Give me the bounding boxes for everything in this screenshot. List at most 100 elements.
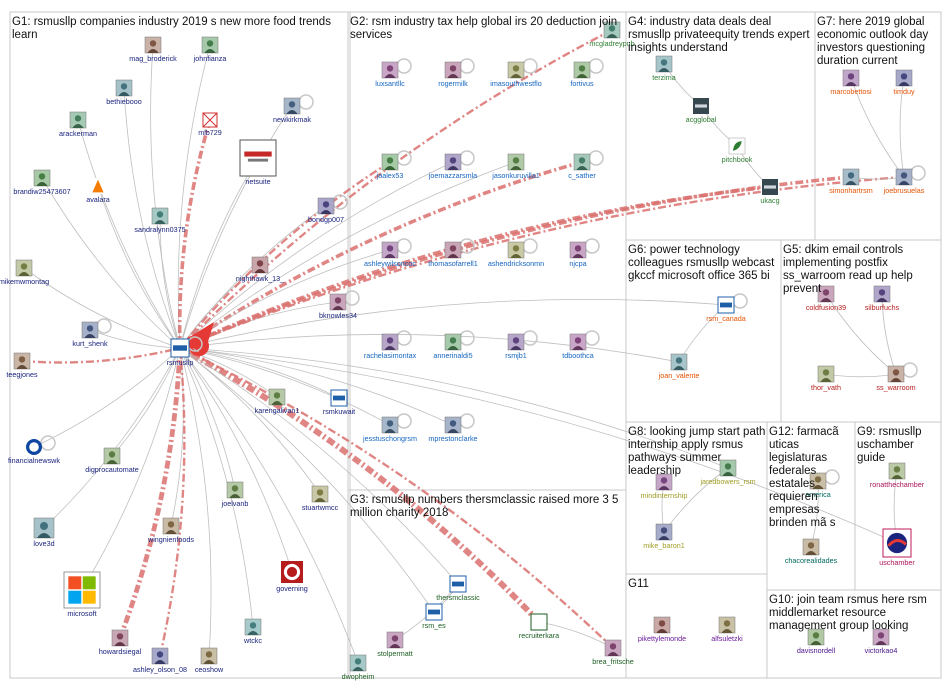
node-rsmusllp[interactable]: rsmusllp: [167, 338, 194, 367]
node-bethiebooo[interactable]: bethiebooo: [106, 79, 142, 106]
rsm-logo-icon: [170, 338, 190, 358]
node-nighthawk_13_[interactable]: nighthawk_13_: [236, 256, 285, 283]
avatar-icon: [151, 647, 169, 665]
node-rachelasimontax[interactable]: rachelasimontax: [364, 333, 417, 360]
edge-howardsiegal-rsmusllp: [117, 347, 183, 639]
node-avalara[interactable]: avalara: [86, 178, 110, 204]
node-mlb729[interactable]: mlb729: [198, 112, 222, 137]
node-joemazzarsmla[interactable]: joemazzarsmla: [428, 153, 477, 180]
node-timduy[interactable]: timduy: [893, 69, 915, 96]
node-mag_broderick[interactable]: mag_broderick: [129, 36, 177, 63]
node-uschamber[interactable]: uschamber: [879, 528, 915, 567]
node-simonhartrsm[interactable]: simonhartrsm: [829, 168, 873, 195]
node-joebrusuelas[interactable]: joebrusuelas: [883, 168, 925, 195]
node-acgglobal[interactable]: acgglobal: [686, 98, 717, 124]
avatar-icon: [226, 481, 244, 499]
node-mikemwmontag[interactable]: mikemwmontag: [0, 259, 49, 286]
node-label: joebrusuelas: [883, 186, 925, 195]
group-label-line: G9: rsmusllp: [857, 426, 922, 438]
node-davisnordell[interactable]: davisnordell: [797, 628, 836, 655]
node-rsm_es[interactable]: rsm_es: [422, 603, 446, 630]
node-alfsuletzki[interactable]: alfsuletzki: [711, 616, 743, 643]
node-chacorealidades[interactable]: chacorealidades: [785, 538, 838, 565]
node-luxsantllc[interactable]: luxsantllc: [375, 61, 405, 88]
node-dwopheim[interactable]: dwopheim: [342, 654, 375, 681]
node-wingnienfoods[interactable]: wingnienfoods: [147, 517, 194, 544]
node-jaalex53[interactable]: jaalex53: [376, 153, 404, 180]
node-rsmjb1[interactable]: rsmjb1: [505, 333, 527, 360]
node-governing[interactable]: governing: [276, 561, 308, 593]
avatar-icon: [381, 333, 399, 351]
node-victorkao4[interactable]: victorkao4: [865, 628, 898, 655]
node-coldfusion39[interactable]: coldfusion39: [806, 285, 846, 312]
node-arackerman[interactable]: arackerman: [59, 111, 97, 138]
node-teegjones[interactable]: teegjones: [6, 352, 38, 379]
node-stuartwmcc[interactable]: stuartwmcc: [302, 485, 339, 512]
avatar-icon: [655, 473, 673, 491]
node-thomasofarrell1[interactable]: thomasofarrell1: [428, 241, 478, 268]
node-jaredbowers_rsm[interactable]: jaredbowers_rsm: [699, 459, 756, 486]
node-ashley_olson_08[interactable]: ashley_olson_08: [133, 647, 187, 674]
node-tdboothca[interactable]: tdboothca: [562, 333, 594, 360]
node-johnfianza[interactable]: johnfianza: [193, 36, 227, 63]
node-label: pikettylemonde: [638, 634, 686, 643]
self-loop-ss_warroom: [902, 362, 918, 378]
node-howardsiegal[interactable]: howardsiegal: [99, 629, 142, 656]
node-ashleywilsoncoc[interactable]: ashleywilsoncoc: [364, 241, 416, 268]
node-mike_baron1[interactable]: mike_baron1: [643, 523, 685, 550]
node-bondgp007[interactable]: bondgp007: [308, 197, 344, 224]
self-loop-bondgp007: [332, 194, 348, 210]
oracle-logo-icon: [239, 139, 277, 177]
group-label-line: brinden mã s: [769, 517, 836, 529]
node-rsmkuwait[interactable]: rsmkuwait: [323, 389, 355, 416]
node-karengalivan1[interactable]: karengalivan1: [255, 388, 300, 415]
node-brandiw25473607[interactable]: brandiw25473607: [13, 169, 71, 196]
node-mprestonclarke[interactable]: mprestonclarke: [428, 416, 478, 443]
node-pikettylemonde[interactable]: pikettylemonde: [638, 616, 686, 643]
node-thor_vath[interactable]: thor_vath: [811, 365, 841, 392]
node-recruiterkara[interactable]: recruiterkara: [519, 613, 559, 640]
self-loop-imasouthwestflo: [522, 58, 538, 74]
node-terzima[interactable]: terzima: [652, 55, 676, 82]
node-digprocautomate[interactable]: digprocautomate: [85, 447, 139, 474]
node-annerinaldi5[interactable]: annerinaldi5: [433, 333, 473, 360]
node-joelvanb[interactable]: joelvanb: [221, 481, 249, 508]
node-financialnewswk[interactable]: financialnewswk: [8, 439, 60, 465]
node-ukacg[interactable]: ukacg: [760, 179, 780, 205]
self-loop-bknowles34: [344, 290, 360, 306]
node-fortivus[interactable]: fortivus: [570, 61, 594, 88]
node-rogermilk[interactable]: rogermilk: [438, 61, 468, 88]
node-marcobettosi[interactable]: marcobettosi: [830, 69, 872, 96]
node-sandralynn0375[interactable]: sandralynn0375: [134, 207, 186, 234]
node-wtckc[interactable]: wtckc: [243, 618, 262, 645]
node-ceoshow[interactable]: ceoshow: [195, 647, 224, 674]
node-love3d[interactable]: love3d: [33, 517, 55, 548]
node-ronattheChamber[interactable]: ronatthechamber: [870, 462, 925, 489]
node-netsuite[interactable]: netsuite: [239, 139, 277, 186]
node-ashendricksonmn[interactable]: ashendricksonmn: [488, 241, 544, 268]
node-pitchbook[interactable]: pitchbook: [722, 137, 753, 164]
node-stolpermatt[interactable]: stolpermatt: [377, 631, 413, 658]
self-loop-kurt_shenk: [96, 318, 112, 334]
node-microsoft[interactable]: microsoft: [63, 571, 101, 618]
node-kurt_shenk[interactable]: kurt_shenk: [72, 321, 108, 348]
node-imasouthwestflo[interactable]: imasouthwestflo: [490, 61, 542, 88]
node-mcgladreypub[interactable]: mcgladreypub: [589, 21, 635, 48]
node-rsm_canada[interactable]: rsm_canada: [706, 296, 746, 323]
node-joan_valente[interactable]: joan_valente: [658, 353, 700, 380]
node-mindinternship[interactable]: mindinternship: [641, 473, 688, 500]
node-americaspanish[interactable]: america: [805, 472, 831, 499]
node-thersmclassic[interactable]: thersmclassic: [436, 575, 480, 602]
node-silburfuchs[interactable]: silburfuchs: [865, 285, 900, 312]
node-ss_warroom[interactable]: ss_warroom: [876, 365, 916, 392]
node-label: ashendricksonmn: [488, 259, 544, 268]
node-jesstuschongrsm[interactable]: jesstuschongrsm: [362, 416, 417, 443]
node-njcpa[interactable]: njcpa: [569, 241, 587, 268]
node-jasonkuruvilla1[interactable]: jasonkuruvilla1: [491, 153, 540, 180]
node-brea_fritsche[interactable]: brea_fritsche: [592, 639, 634, 666]
node-c_sather[interactable]: c_sather: [568, 153, 596, 180]
node-bknowles34[interactable]: bknowles34: [319, 293, 357, 320]
node-newkirkmak[interactable]: newkirkmak: [273, 97, 311, 124]
